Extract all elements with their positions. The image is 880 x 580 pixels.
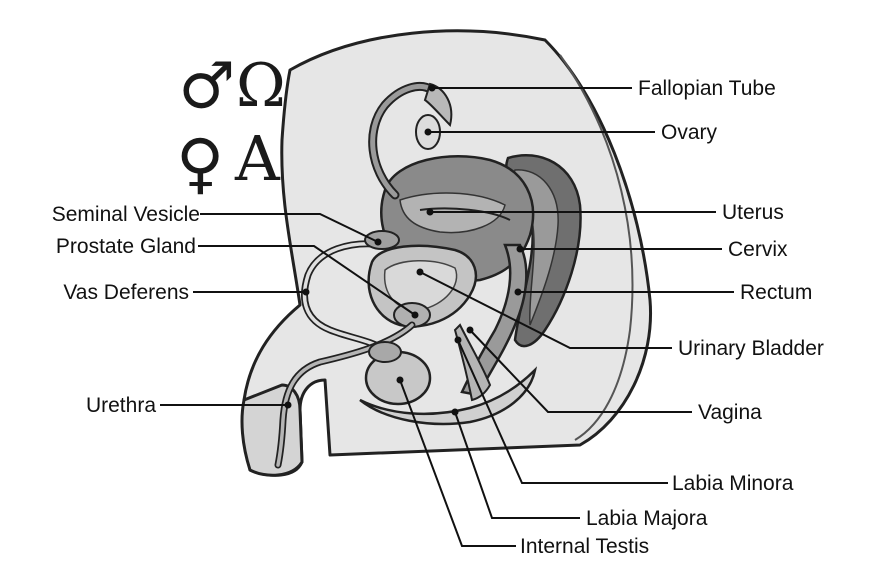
- leader-dots: [284, 84, 524, 416]
- dot-urethra: [284, 401, 292, 409]
- dot-prostate-gland: [411, 311, 419, 319]
- male-symbol: ♂: [178, 50, 235, 124]
- leader-internal-testis: [399, 379, 516, 547]
- dot-vas-deferens: [302, 288, 310, 296]
- inner-body-curve: [559, 54, 634, 441]
- dot-labia-majora: [451, 408, 459, 416]
- dot-internal-testis: [396, 376, 404, 384]
- penis-shape: [240, 383, 304, 477]
- dot-cervix: [516, 245, 524, 253]
- leader-seminal-vesicle: [200, 213, 379, 243]
- label-labia-majora: Labia Majora: [586, 507, 708, 530]
- dot-fallopian-tube: [428, 84, 436, 92]
- leader-lines: [160, 87, 734, 547]
- dot-uterus: [426, 208, 434, 216]
- label-vas-deferens: Vas Deferens: [63, 281, 189, 304]
- leader-vagina: [469, 329, 692, 413]
- fallopian-tube-fill: [370, 84, 435, 198]
- vas-deferens-fill: [302, 242, 387, 352]
- labels: Fallopian Tube Ovary Uterus Cervix Rectu…: [52, 77, 824, 558]
- label-cervix: Cervix: [728, 238, 788, 261]
- label-urethra: Urethra: [86, 394, 156, 417]
- leader-urinary-bladder: [419, 271, 672, 349]
- letter-a-symbol: A: [234, 122, 281, 195]
- dot-ovary: [424, 128, 432, 136]
- labia-majora-shape: [359, 366, 538, 426]
- label-vagina: Vagina: [698, 401, 762, 424]
- leader-labia-minora: [457, 339, 668, 484]
- label-labia-minora: Labia Minora: [672, 472, 794, 495]
- dot-vagina: [466, 326, 474, 334]
- seminal-vesicle-shape: [364, 230, 400, 250]
- dot-urinary-bladder: [416, 268, 424, 276]
- label-seminal-vesicle: Seminal Vesicle: [52, 203, 200, 226]
- label-rectum: Rectum: [740, 281, 812, 304]
- fimbriae: [423, 82, 453, 127]
- dot-labia-minora: [454, 336, 462, 344]
- dot-seminal-vesicle: [374, 238, 382, 246]
- label-urinary-bladder: Urinary Bladder: [678, 337, 824, 360]
- label-fallopian-tube: Fallopian Tube: [638, 77, 776, 100]
- label-ovary: Ovary: [661, 121, 718, 144]
- labia-minora-shape: [453, 323, 492, 402]
- dot-rectum: [514, 288, 522, 296]
- female-symbol: ♀: [176, 125, 224, 202]
- leader-prostate-gland: [198, 245, 416, 316]
- label-prostate-gland: Prostate Gland: [56, 235, 196, 258]
- leader-labia-majora: [454, 411, 580, 519]
- label-uterus: Uterus: [722, 201, 784, 224]
- omega-symbol: Ω: [236, 51, 286, 121]
- epididymis-shape: [368, 341, 402, 363]
- label-internal-testis: Internal Testis: [520, 535, 649, 558]
- gender-symbols: ♂ Ω ♀ A: [176, 50, 286, 202]
